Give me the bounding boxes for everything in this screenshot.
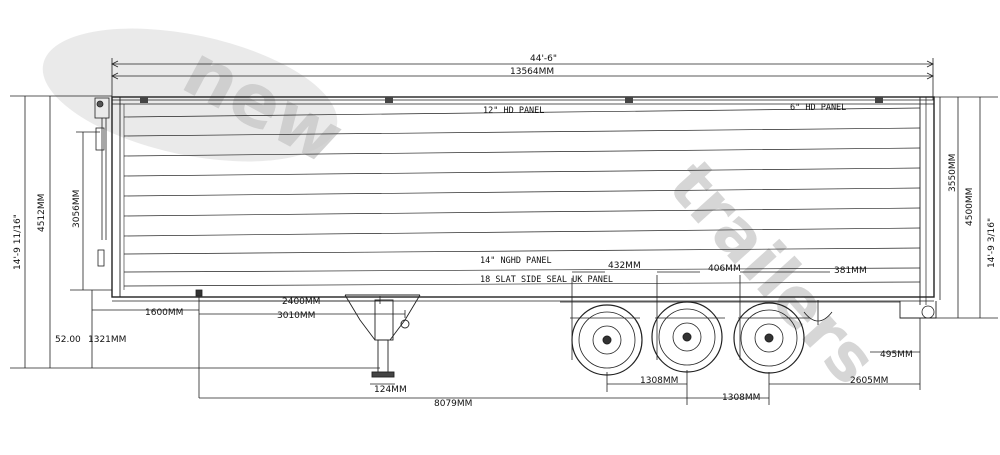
rear-height-imperial: 14'-9 3/16" [987, 218, 997, 268]
dim-1308-first: 1308MM [640, 376, 678, 386]
panel-label-18-slat: 18 SLAT SIDE SEAL UK PANEL [480, 275, 613, 285]
dim-1308-second: 1308MM [722, 393, 760, 403]
roof-fittings [140, 97, 883, 103]
overall-length-metric: 13564MM [510, 67, 554, 77]
dim-495: 495MM [880, 350, 913, 360]
dim-381: 381MM [834, 266, 867, 276]
front-height-metric: 4512MM [37, 194, 47, 232]
kingpin-marker [195, 289, 203, 398]
rear-height-dimensions [934, 96, 998, 319]
panel-label-12in: 12" HD PANEL [483, 106, 544, 116]
overall-length-imperial: 44'-6" [530, 54, 557, 64]
wheel-axle-2 [651, 301, 723, 373]
wheel-axle-1 [571, 304, 643, 376]
front-body-height: 3056MM [72, 190, 82, 228]
front-height-dimensions [10, 95, 380, 369]
deck-height-a: 52.00 [55, 335, 81, 345]
panel-label-6in: 6" HD PANEL [790, 103, 846, 113]
rear-height-metric: 4500MM [965, 188, 975, 226]
dim-8079: 8079MM [434, 399, 472, 409]
mudguards [803, 300, 833, 325]
deck-height-b: 1321MM [88, 335, 126, 345]
dim-2605: 2605MM [850, 376, 888, 386]
overall-length-dimension [111, 58, 934, 100]
front-headboard-detail [94, 97, 110, 267]
dim-2400: 2400MM [282, 297, 320, 307]
side-panel-lines [123, 107, 921, 287]
landing-gear [344, 294, 421, 378]
dim-406: 406MM [708, 264, 741, 274]
lower-horizontal-dimensions [92, 271, 921, 405]
dim-3010: 3010MM [277, 311, 315, 321]
rear-body-height: 3550MM [948, 154, 958, 192]
dim-1600: 1600MM [145, 308, 183, 318]
dim-124: 124MM [374, 385, 407, 395]
panel-label-14in: 14" NGHD PANEL [480, 256, 552, 266]
trailer-body [111, 96, 937, 319]
dim-432: 432MM [608, 261, 641, 271]
front-height-imperial: 14'-9 11/16" [13, 214, 23, 270]
